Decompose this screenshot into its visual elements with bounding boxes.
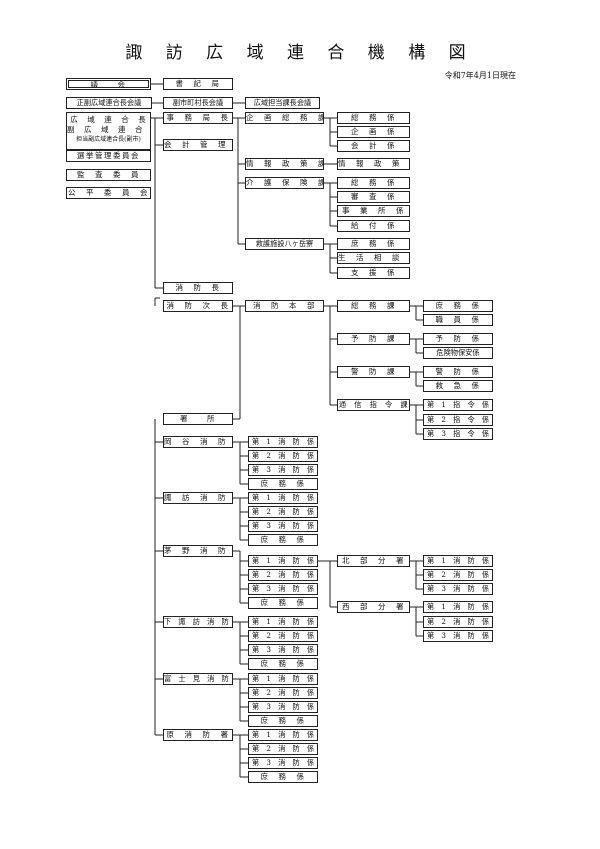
facility-unit: 生 活 相 談 係 [337,252,410,264]
fire-unit: 庶 務 係 [423,300,493,312]
facility-division: 救護施設八ヶ岳寮 [245,238,324,250]
planning-unit: 総 務 係 [337,112,410,124]
branch-unit: 第 1 消 防 係 [423,601,493,613]
planning-unit: 企 画 係 [337,126,410,138]
station-shimosuwa: 下 諏 訪 消 防 署 [163,616,233,628]
head-line2: 副 広 域 連 合 長 [67,125,150,134]
fire-chief-box: 消 防 長 [163,282,233,294]
facility-unit: 庶 務 係 [337,238,410,250]
station-hara: 原 消 防 署 [163,729,233,741]
council-box: 議 会 [66,78,151,90]
secretary-box: 書 記 局 [163,78,233,90]
head-line1: 広 域 連 合 長 [70,115,147,124]
station-unit: 第 2 消 防 係 [248,630,318,642]
director-box: 事 務 局 長 [163,112,233,124]
station-unit: 庶 務 係 [248,478,318,490]
station-unit: 第 3 消 防 係 [248,757,318,769]
station-unit: 第 1 消 防 係 [248,555,318,567]
fire-deputy-box: 消 防 次 長 [163,300,233,312]
station-unit: 第 3 消 防 係 [248,583,318,595]
station-suwa: 諏 訪 消 防 署 [163,492,233,504]
branch-unit: 第 3 消 防 係 [423,630,493,642]
station-okaya: 岡 谷 消 防 署 [163,436,233,448]
station-chino: 茅 野 消 防 署 [163,545,233,557]
care-unit: 事 業 所 係 [337,205,410,217]
station-unit: 第 3 消 防 係 [248,644,318,656]
fire-unit: 予 防 係 [423,333,493,345]
fire-unit: 職 員 係 [423,314,493,326]
facility-unit: 支 援 係 [337,267,410,279]
branch-unit: 第 2 消 防 係 [423,616,493,628]
info-division: 情 報 政 策 課 [245,158,324,170]
branch-north: 北 部 分 署 [337,555,410,567]
committee-equity: 公 平 委 員 会 [66,187,151,199]
fire-unit: 警 防 係 [423,366,493,378]
fire-unit: 第 2 指 令 係 [423,414,493,426]
care-unit: 審 査 係 [337,191,410,203]
accountant-box: 会 計 管 理 者 [163,139,233,151]
fire-division: 総 務 課 [337,300,410,312]
care-unit: 総 務 係 [337,177,410,189]
station-fujimi: 富 士 見 消 防 署 [163,673,233,685]
station-unit: 第 2 消 防 係 [248,569,318,581]
section-chiefs-meeting-box: 広域担当課長会議 [245,97,320,109]
station-unit: 第 1 消 防 係 [248,673,318,685]
branch-unit: 第 3 消 防 係 [423,583,493,595]
date-label: 令和7年4月1日現在 [444,71,516,80]
care-unit: 給 付 係 [337,220,410,232]
info-unit: 情 報 政 策 係 [337,158,410,170]
fire-unit: 救 急 係 [423,380,493,392]
page-title: 諏 訪 広 域 連 合 機 構 図 [125,43,475,63]
planning-division: 企 画 総 務 課 [245,112,324,124]
branch-unit: 第 2 消 防 係 [423,569,493,581]
station-unit: 第 3 消 防 係 [248,520,318,532]
station-unit: 第 3 消 防 係 [248,464,318,476]
head-box: 広 域 連 合 長 副 広 域 連 合 長 担当副広域連合長(副市) [66,112,151,150]
station-unit: 庶 務 係 [248,534,318,546]
committee-audit: 監 査 委 員 [66,169,151,181]
fire-hq-box: 消 防 本 部 [245,300,324,312]
fire-division: 予 防 課 [337,333,410,345]
station-unit: 第 1 消 防 係 [248,616,318,628]
fire-division: 通 信 指 令 課 [337,399,410,411]
leaders-meeting-box: 正副広域連合長会議 [66,97,152,109]
station-unit: 第 2 消 防 係 [248,687,318,699]
station-unit: 第 2 消 防 係 [248,450,318,462]
branch-unit: 第 1 消 防 係 [423,555,493,567]
station-unit: 庶 務 係 [248,715,318,727]
station-unit: 庶 務 係 [248,658,318,670]
stations-box: 署 所 [163,413,233,425]
station-unit: 第 2 消 防 係 [248,506,318,518]
station-unit: 第 1 消 防 係 [248,729,318,741]
vice-mayors-meeting-box: 副市町村長会議 [163,97,233,109]
fire-unit: 第 3 指 令 係 [423,428,493,440]
station-unit: 庶 務 係 [248,597,318,609]
fire-unit: 危険物保安係 [423,347,493,359]
station-unit: 第 3 消 防 係 [248,701,318,713]
fire-unit: 第 1 指 令 係 [423,399,493,411]
planning-unit: 会 計 係 [337,140,410,152]
committee-election: 選挙管理委員会 [66,150,151,162]
station-unit: 第 1 消 防 係 [248,436,318,448]
branch-west: 西 部 分 署 [337,601,410,613]
care-division: 介 護 保 険 課 [245,177,324,189]
station-unit: 第 1 消 防 係 [248,492,318,504]
fire-division: 警 防 課 [337,366,410,378]
head-line3: 担当副広域連合長(副市) [76,136,141,143]
station-unit: 第 2 消 防 係 [248,743,318,755]
station-unit: 庶 務 係 [248,771,318,783]
